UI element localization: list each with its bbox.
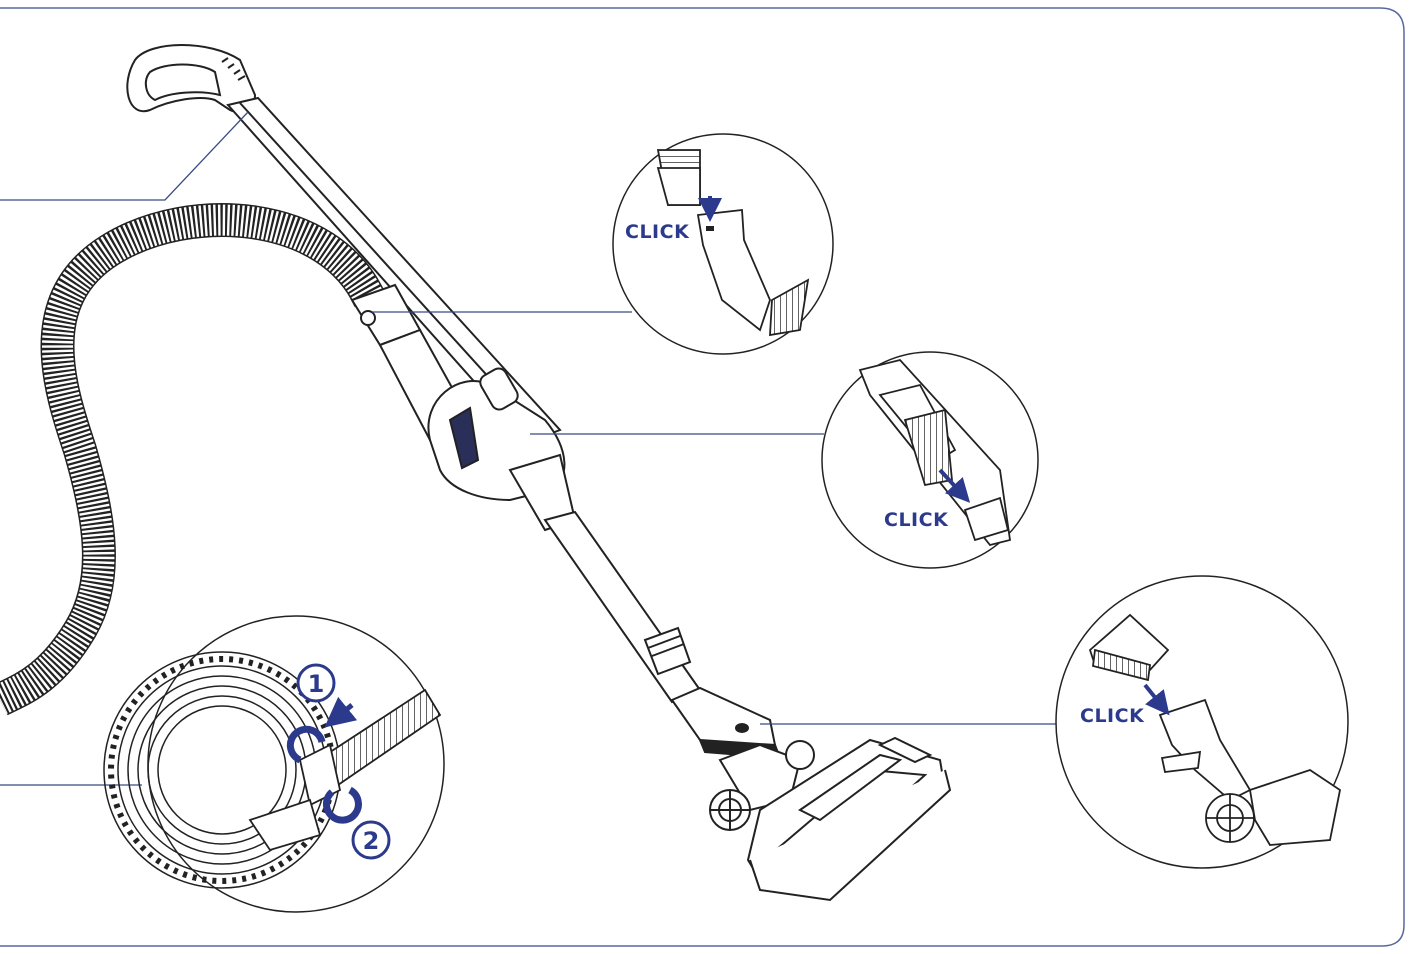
callout-body-connection: 1 2	[103, 615, 445, 913]
click-label-nozzle: CLICK	[1080, 705, 1145, 727]
click-label-handle: CLICK	[884, 509, 949, 531]
vacuum-handle-and-wand	[126, 44, 782, 760]
flexible-hose	[0, 203, 386, 716]
floor-nozzle	[709, 736, 952, 902]
step-2-label: 2	[363, 827, 380, 855]
callout-handle-accessory: CLICK	[821, 351, 1039, 569]
page-frame	[0, 7, 1405, 947]
click-label-hose: CLICK	[625, 221, 690, 243]
callout-floor-nozzle: CLICK	[1055, 575, 1349, 869]
callout-hose-connection: CLICK	[612, 133, 834, 355]
step-1-label: 1	[308, 670, 325, 698]
